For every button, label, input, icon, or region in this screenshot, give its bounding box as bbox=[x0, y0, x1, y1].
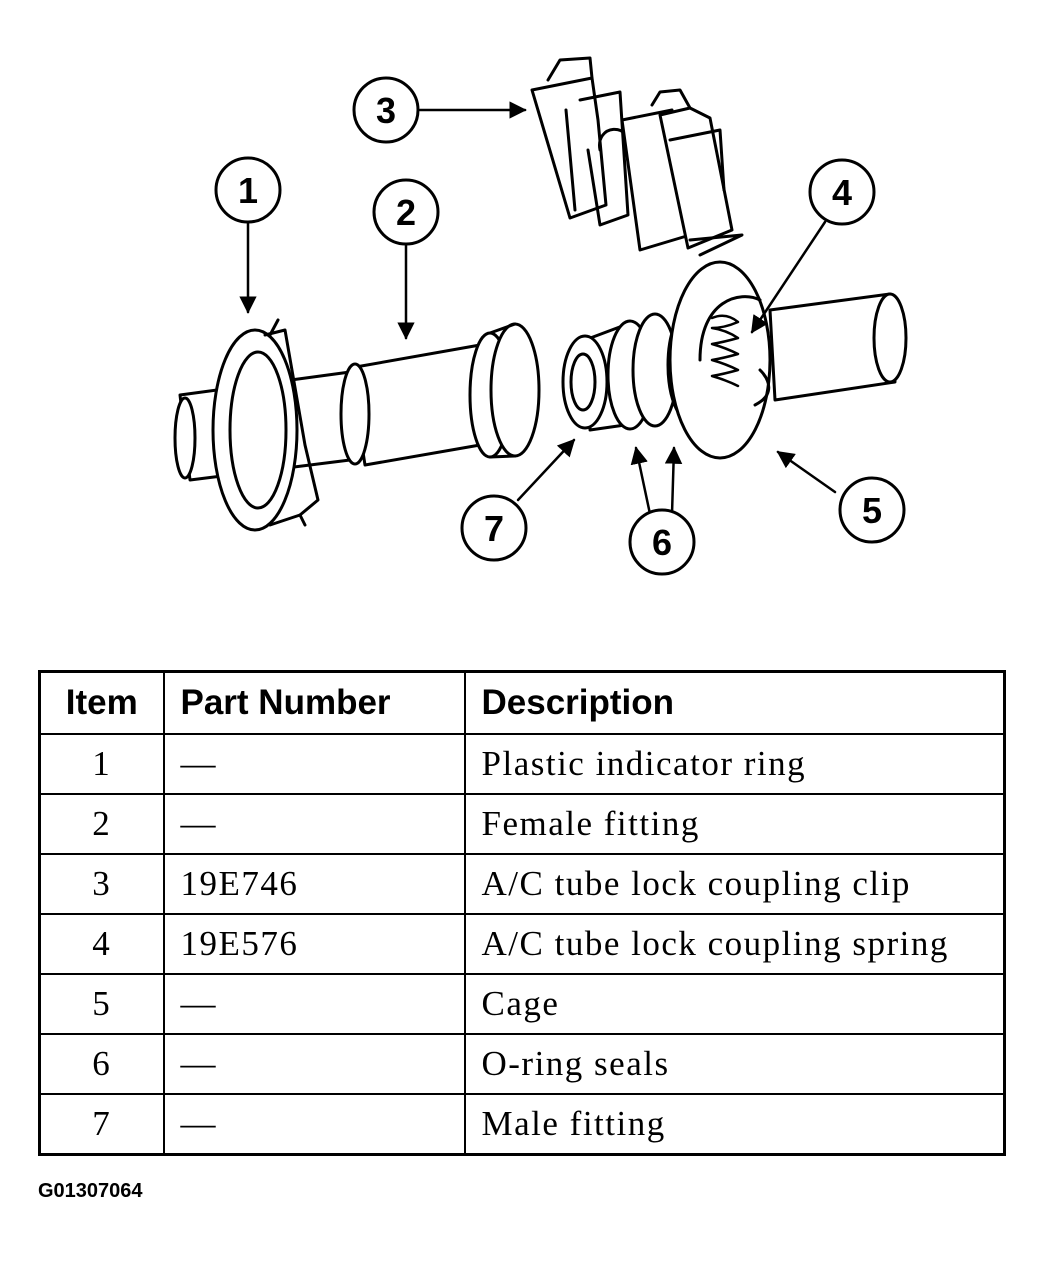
callout-1-label: 1 bbox=[238, 170, 258, 211]
part-number-cell: — bbox=[162, 733, 466, 795]
parts-table: Item Part Number Description 1 — Plastic… bbox=[38, 670, 1006, 1156]
callout-7: 7 bbox=[460, 494, 528, 562]
part-number-cell: 19E746 bbox=[162, 853, 466, 915]
item-cell: 1 bbox=[38, 733, 165, 795]
right-tube-illustration bbox=[768, 292, 908, 402]
callout-5-label: 5 bbox=[862, 490, 882, 531]
table-row: 2 — Female fitting bbox=[38, 793, 1006, 855]
callout-1: 1 bbox=[214, 156, 282, 224]
item-cell: 3 bbox=[38, 853, 165, 915]
plastic-indicator-ring-illustration bbox=[211, 318, 320, 532]
part-number-cell: — bbox=[162, 793, 466, 855]
lock-coupling-clip-illustration bbox=[530, 56, 744, 257]
table-row: 3 19E746 A/C tube lock coupling clip bbox=[38, 853, 1006, 915]
part-number-cell: — bbox=[162, 973, 466, 1035]
item-cell: 5 bbox=[38, 973, 165, 1035]
callout-2: 2 bbox=[372, 178, 440, 246]
callout-2-label: 2 bbox=[396, 192, 416, 233]
header-item: Item bbox=[38, 670, 165, 735]
cage-illustration bbox=[668, 260, 772, 460]
table-row: 7 — Male fitting bbox=[38, 1093, 1006, 1156]
table-row: 6 — O-ring seals bbox=[38, 1033, 1006, 1095]
item-cell: 6 bbox=[38, 1033, 165, 1095]
callout-6: 6 bbox=[628, 508, 696, 576]
item-cell: 7 bbox=[38, 1093, 165, 1156]
callout-3: 3 bbox=[352, 76, 420, 144]
table-header-row: Item Part Number Description bbox=[38, 670, 1006, 735]
spring-illustration bbox=[710, 314, 740, 388]
callout-5: 5 bbox=[838, 476, 906, 544]
part-number-cell: 19E576 bbox=[162, 913, 466, 975]
table-row: 1 — Plastic indicator ring bbox=[38, 733, 1006, 795]
callout-6-label: 6 bbox=[652, 522, 672, 563]
description-cell: Male fitting bbox=[463, 1093, 1006, 1156]
figure-id: G01307064 bbox=[38, 1180, 143, 1202]
item-cell: 4 bbox=[38, 913, 165, 975]
part-number-cell: — bbox=[162, 1033, 466, 1095]
exploded-coupling-diagram: 1 2 3 4 5 6 7 bbox=[173, 56, 908, 576]
table-row: 5 — Cage bbox=[38, 973, 1006, 1035]
callout-7-label: 7 bbox=[484, 508, 504, 549]
item-cell: 2 bbox=[38, 793, 165, 855]
part-number-cell: — bbox=[162, 1093, 466, 1156]
callout-4: 4 bbox=[808, 158, 876, 226]
header-description: Description bbox=[463, 670, 1006, 735]
table-row: 4 19E576 A/C tube lock coupling spring bbox=[38, 913, 1006, 975]
description-cell: A/C tube lock coupling spring bbox=[463, 913, 1006, 975]
description-cell: A/C tube lock coupling clip bbox=[463, 853, 1006, 915]
header-part-number: Part Number bbox=[162, 670, 466, 735]
description-cell: Female fitting bbox=[463, 793, 1006, 855]
description-cell: Plastic indicator ring bbox=[463, 733, 1006, 795]
description-cell: Cage bbox=[463, 973, 1006, 1035]
callout-3-label: 3 bbox=[376, 90, 396, 131]
description-cell: O-ring seals bbox=[463, 1033, 1006, 1095]
callout-4-label: 4 bbox=[832, 172, 852, 213]
